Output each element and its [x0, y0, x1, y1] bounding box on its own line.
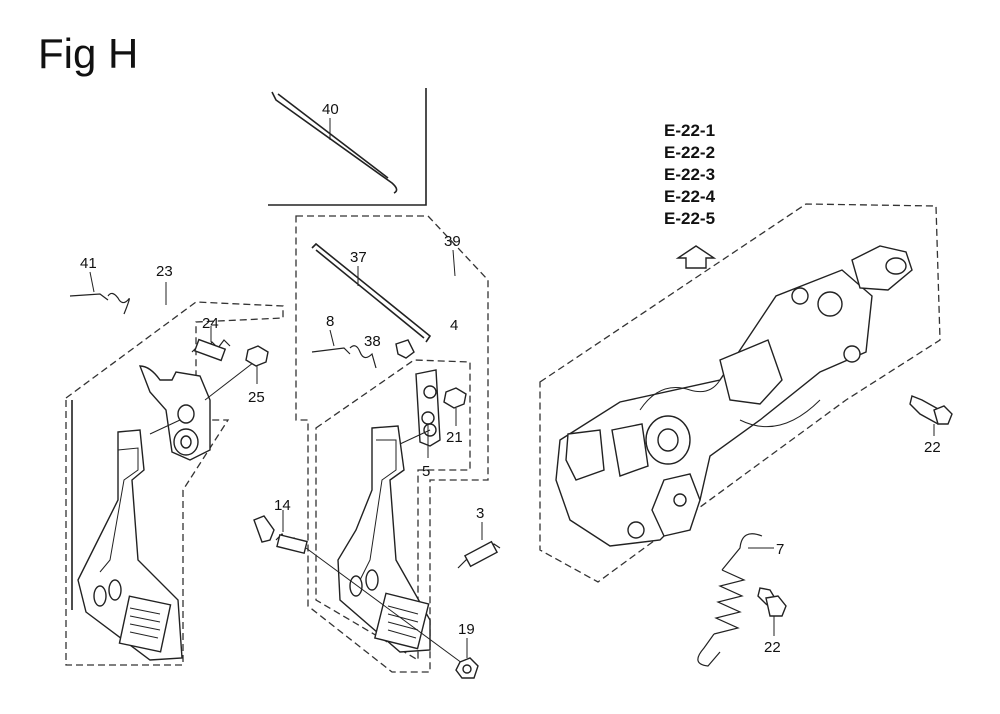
callout-22-upper: 22 — [924, 439, 941, 456]
part-23-pedal-left — [77, 429, 183, 661]
callout-39: 39 — [444, 233, 461, 250]
part-19-nut — [455, 638, 479, 679]
callout-24: 24 — [202, 315, 219, 332]
part-23-bracket — [138, 355, 263, 461]
part-41-spring — [69, 271, 130, 315]
group-right-outline — [539, 203, 941, 583]
part-5-washer — [421, 411, 435, 458]
reference-4: E-22-4 — [664, 187, 716, 206]
arrow-up-icon — [675, 245, 717, 269]
callout-19: 19 — [458, 621, 475, 638]
group-39-outline — [295, 215, 489, 673]
callout-14: 14 — [274, 497, 291, 514]
part-40-wire — [268, 88, 427, 206]
callout-21: 21 — [446, 429, 463, 446]
figure-title: Fig H — [38, 30, 139, 77]
part-3-spring — [457, 522, 501, 569]
reference-list: E-22-1 E-22-2 E-22-3 E-22-4 E-22-5 — [664, 121, 717, 269]
callout-3: 3 — [476, 505, 484, 522]
part-14-spring — [253, 510, 467, 667]
callout-23: 23 — [156, 263, 173, 280]
reference-2: E-22-2 — [664, 143, 715, 162]
part-control-assembly — [555, 245, 913, 547]
part-38-clip — [395, 339, 415, 359]
part-7-spring — [697, 533, 774, 667]
part-37-wire — [311, 242, 432, 343]
part-22-bolt-lower — [757, 587, 787, 636]
part-25-bolt — [245, 345, 269, 384]
part-4-pedal-middle — [337, 369, 441, 653]
reference-1: E-22-1 — [664, 121, 715, 140]
callout-22-lower: 22 — [764, 639, 781, 656]
part-21-bolt — [443, 387, 467, 426]
part-24-spring — [191, 326, 231, 362]
reference-5: E-22-5 — [664, 209, 715, 228]
part-8-spring — [311, 329, 377, 369]
callout-4: 4 — [450, 317, 458, 334]
callout-41: 41 — [80, 255, 97, 272]
callout-40: 40 — [322, 101, 339, 118]
callout-38: 38 — [364, 333, 381, 350]
reference-3: E-22-3 — [664, 165, 715, 184]
callout-37: 37 — [350, 249, 367, 266]
callout-25: 25 — [248, 389, 265, 406]
part-22-bolt-upper — [909, 395, 953, 436]
callout-7: 7 — [776, 541, 784, 558]
callout-5: 5 — [422, 463, 430, 480]
callout-8: 8 — [326, 313, 334, 330]
